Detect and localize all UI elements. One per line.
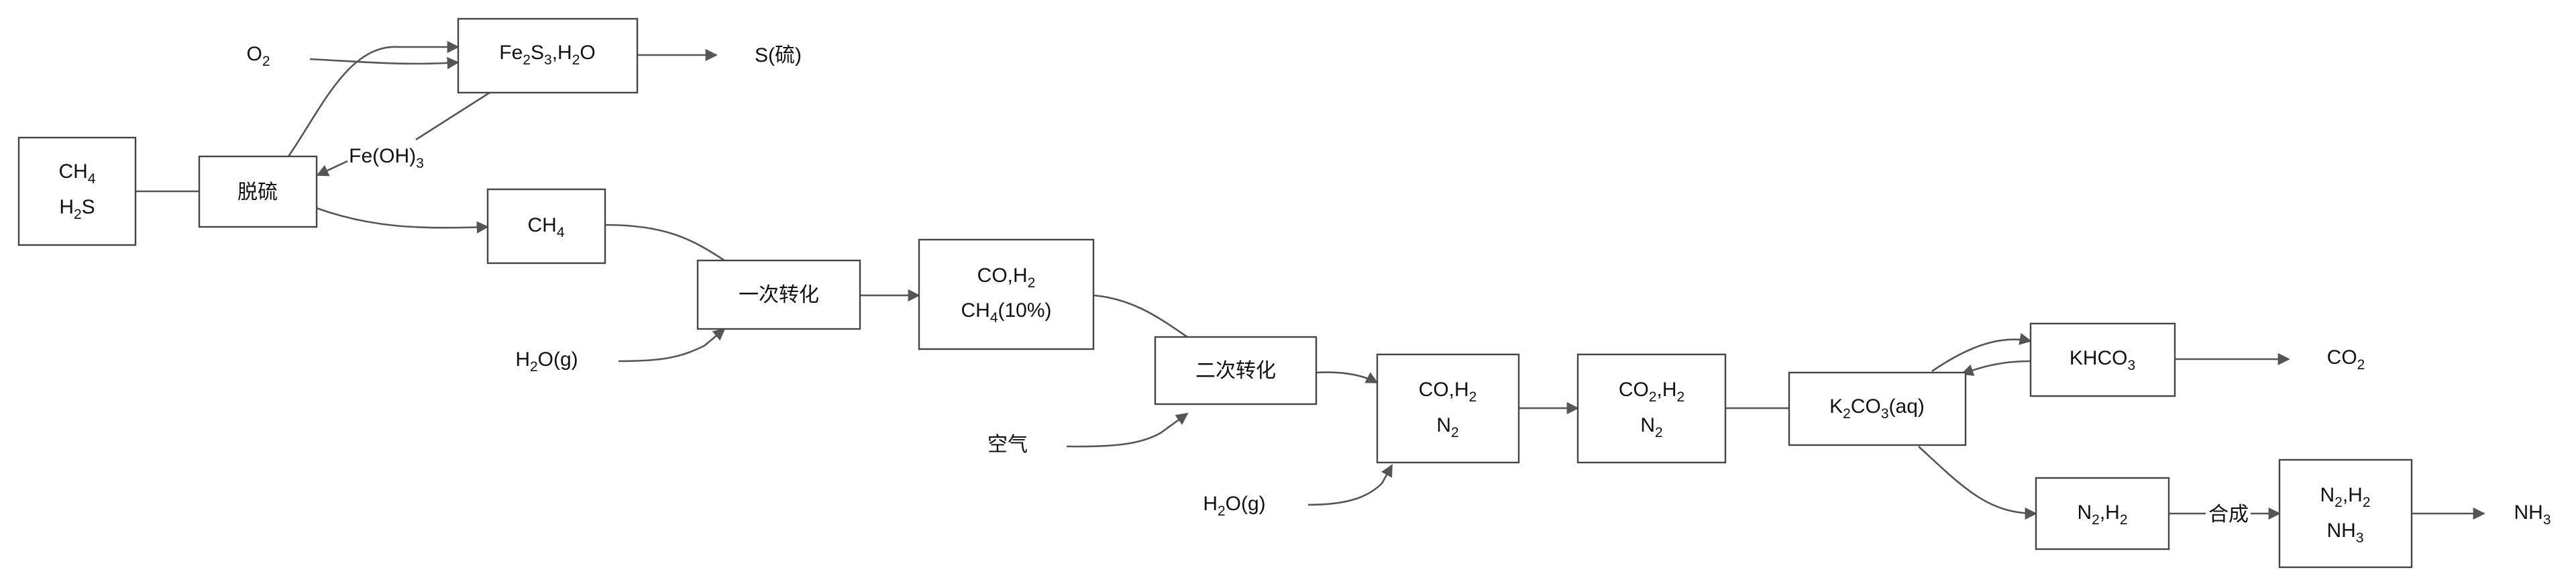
ch4-10-percent-text: CH4(10%)	[961, 299, 1051, 326]
secondary-reformer-label: 二次转化	[1195, 360, 1276, 382]
n2-h2-label: N2,H2	[2077, 501, 2127, 528]
edge-ch4-to-primary-reformer	[604, 224, 725, 262]
edge-air-to-secondary-reformer	[1066, 412, 1189, 448]
edge-fe2s3-to-feoh3	[415, 91, 490, 141]
edge-o2-to-fe2s3	[309, 56, 460, 70]
air-label: 空气	[987, 434, 1028, 456]
primary-reformer-box: 一次转化	[696, 259, 861, 330]
nh3-text-box: NH3	[2326, 520, 2363, 546]
co-h2-n2-box: CO,H2 N2	[1376, 353, 1520, 464]
edge-k2co3-to-n2-h2	[1918, 446, 2037, 520]
edge-desulfurization-to-fe2s3	[287, 40, 460, 157]
edge-desulfurization-to-ch4	[316, 207, 489, 234]
edge-feoh3-to-desulfurization	[316, 160, 348, 177]
synthesis-label: 合成	[2208, 503, 2249, 526]
edge-steam-to-primary-reformer	[618, 328, 726, 362]
n2-text-2: N2	[1640, 414, 1662, 440]
edge-secondary-reformer-to-co-h2-n2	[1316, 371, 1379, 384]
potassium-bicarbonate-label: KHCO3	[2070, 347, 2135, 373]
steam-label-primary: H2O(g)	[515, 348, 578, 375]
n2-text: N2	[1436, 414, 1458, 440]
fe2s3-h2o-label: Fe2S3,H2O	[499, 42, 595, 68]
desulfurization-box: 脱硫	[198, 155, 318, 228]
edge-khco3-to-k2co3	[1961, 360, 2031, 377]
desulfurization-label: 脱硫	[237, 181, 278, 203]
co-h2-text: CO,H2	[977, 264, 1036, 291]
connectors	[136, 40, 2485, 520]
potassium-carbonate-label: K2CO3(aq)	[1829, 395, 1925, 422]
edge-syngas-to-secondary-reformer	[1093, 294, 1188, 338]
potassium-bicarbonate-box: KHCO3	[2029, 322, 2176, 397]
sulfur-product-label: S(硫)	[755, 44, 802, 66]
iron-hydroxide-label: Fe(OH)3	[349, 145, 424, 171]
primary-reformer-label: 一次转化	[739, 284, 819, 306]
potassium-carbonate-box: K2CO3(aq)	[1788, 371, 1967, 446]
fe2s3-h2o-box: Fe2S3,H2O	[457, 17, 639, 94]
co2-h2-n2-box: CO2,H2 N2	[1576, 353, 1727, 464]
ammonia-product-label: NH3	[2514, 501, 2551, 528]
oxygen-label: O2	[246, 43, 270, 69]
co-h2-text-2: CO,H2	[1419, 379, 1477, 405]
secondary-reformer-box: 二次转化	[1154, 336, 1318, 405]
edge-steam-to-co-h2-n2	[1307, 464, 1393, 506]
steam-label-secondary: H2O(g)	[1203, 493, 1265, 519]
n2-h2-box: N2,H2	[2035, 477, 2170, 550]
feed-gas-box: CH4 H2S	[17, 136, 137, 246]
n2-h2-text-final: N2,H2	[2320, 484, 2370, 510]
n2-h2-nh3-box: N2,H2 NH3	[2278, 458, 2413, 569]
methane-box: CH4	[486, 188, 606, 264]
methane-label: CH4	[527, 214, 564, 240]
feed-h2s-text: H2S	[59, 196, 95, 222]
edge-k2co3-to-khco3	[1931, 333, 2032, 373]
syngas-with-methane-box: CO,H2 CH4(10%)	[918, 238, 1095, 350]
co2-product-label: CO2	[2327, 346, 2365, 373]
feed-ch4-text: CH4	[58, 160, 95, 187]
co2-h2-text: CO2,H2	[1619, 379, 1684, 405]
